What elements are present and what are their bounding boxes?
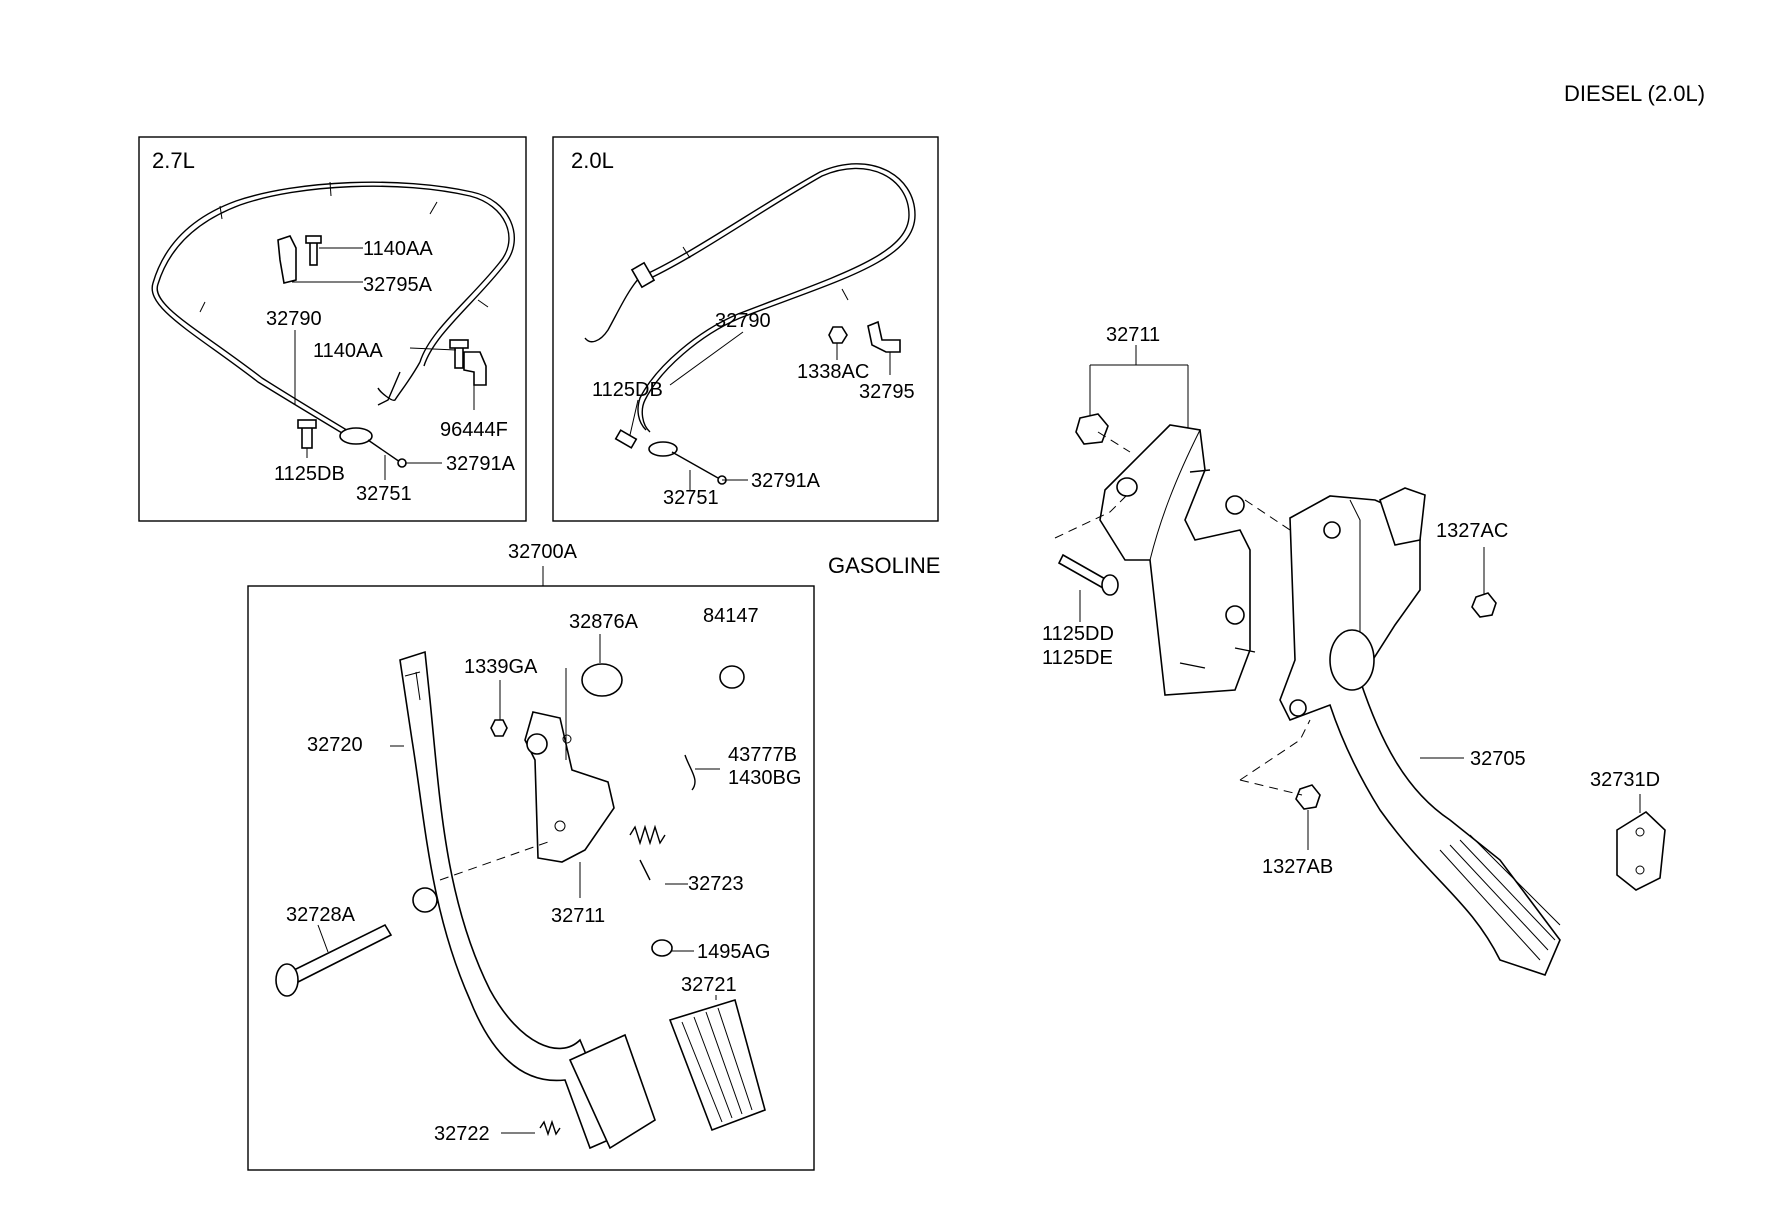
label-32791a-2-7l: 32791A bbox=[446, 453, 516, 475]
panel-2-0l: 2.0L 32790 1338AC 32795 bbox=[552, 136, 939, 522]
label-1327ab: 1327AB bbox=[1262, 856, 1333, 878]
gasoline-parts-drawing bbox=[275, 650, 766, 1150]
panel-2-7l: 2.7L bbox=[138, 136, 527, 522]
label-32751-2-0l: 32751 bbox=[663, 487, 719, 509]
label-32711-diesel: 32711 bbox=[1106, 324, 1160, 346]
label-1125dd: 1125DD bbox=[1042, 623, 1114, 645]
corner-title: DIESEL (2.0L) bbox=[1564, 81, 1705, 106]
label-1339ga: 1339GA bbox=[464, 656, 538, 678]
label-32795a: 32795A bbox=[363, 274, 433, 296]
label-43777b: 43777B bbox=[728, 744, 797, 766]
gasoline-box-frame bbox=[247, 585, 815, 1171]
label-32795: 32795 bbox=[859, 381, 915, 403]
label-1140aa-bottom-2-7l: 1140AA bbox=[313, 340, 383, 362]
label-32790-2-7l: 32790 bbox=[266, 308, 322, 330]
label-32722: 32722 bbox=[434, 1123, 490, 1145]
gasoline-label: GASOLINE bbox=[828, 553, 940, 578]
panel-2-7l-title: 2.7L bbox=[152, 148, 195, 173]
label-96444f: 96444F bbox=[440, 419, 508, 441]
label-32720: 32720 bbox=[307, 734, 363, 756]
panel-2-7l-frame bbox=[138, 136, 527, 522]
label-1125db-2-0l: 1125DB bbox=[592, 379, 663, 401]
diesel-parts-drawing bbox=[1054, 413, 1666, 976]
label-1125de: 1125DE bbox=[1042, 647, 1113, 669]
cable-32790-2-0l-drawing bbox=[584, 163, 916, 485]
panel-2-0l-frame bbox=[552, 136, 939, 522]
label-32728a: 32728A bbox=[286, 904, 356, 926]
label-32876a: 32876A bbox=[569, 611, 639, 633]
label-32731d: 32731D bbox=[1590, 769, 1660, 791]
label-1140aa-top-2-7l: 1140AA bbox=[363, 238, 433, 260]
label-84147: 84147 bbox=[703, 605, 759, 627]
label-32721: 32721 bbox=[681, 974, 737, 996]
gasoline-box: 32876A 84147 1339GA 32720 43777B 1430BG … bbox=[247, 585, 815, 1171]
label-32700a: 32700A bbox=[508, 541, 578, 563]
diesel-assembly: 32711 1327AC 1125DD 1125DE 32705 32731D … bbox=[1042, 324, 1666, 976]
label-32790-2-0l: 32790 bbox=[715, 310, 771, 332]
label-1430bg: 1430BG bbox=[728, 767, 801, 789]
label-32711-gasoline: 32711 bbox=[551, 905, 605, 927]
panel-2-0l-title: 2.0L bbox=[571, 148, 614, 173]
label-32723: 32723 bbox=[688, 873, 744, 895]
label-1338ac: 1338AC bbox=[797, 361, 869, 383]
label-32791a-2-0l: 32791A bbox=[751, 470, 821, 492]
label-32751-2-7l: 32751 bbox=[356, 483, 412, 505]
label-32705: 32705 bbox=[1470, 748, 1526, 770]
label-1125db-2-7l: 1125DB bbox=[274, 463, 345, 485]
label-1495ag: 1495AG bbox=[697, 941, 770, 963]
cable-32790-2-7l-drawing bbox=[151, 181, 515, 468]
label-1327ac: 1327AC bbox=[1436, 520, 1508, 542]
